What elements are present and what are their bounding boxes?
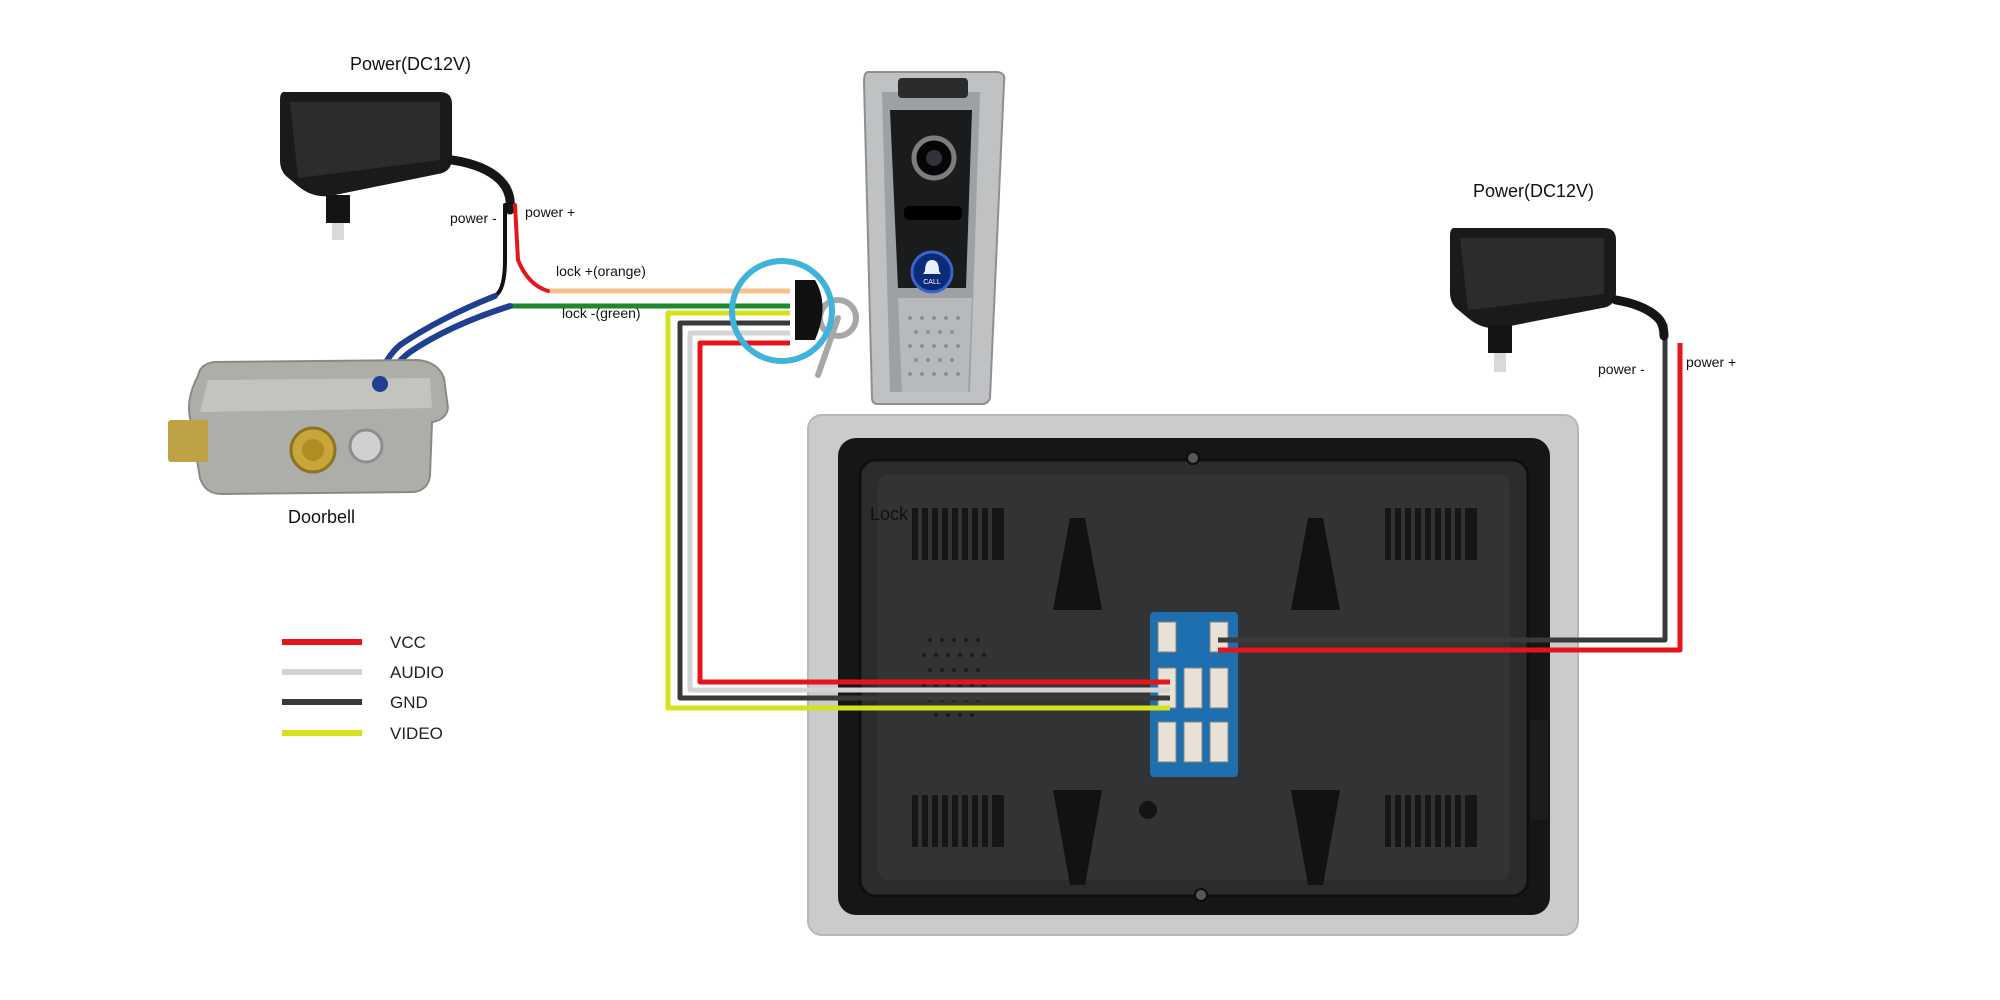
wire-power-right-plus (1218, 343, 1683, 653)
power-plus-right-label: power + (1686, 354, 1736, 370)
doorbell-label: Doorbell (288, 507, 355, 527)
wire-power-left-plus (513, 203, 550, 293)
lock-minus-label: lock -(green) (562, 305, 641, 321)
wire-video (665, 310, 1170, 711)
wiring (510, 288, 1683, 711)
power-right-label: Power(DC12V) (1473, 181, 1594, 201)
power-left-label: Power(DC12V) (350, 54, 471, 74)
legend-label-video: VIDEO (390, 724, 443, 743)
legend: VCC AUDIO GND VIDEO (282, 633, 444, 743)
lock-label: Lock (870, 504, 909, 524)
power-adapter-left (280, 92, 515, 240)
legend-label-vcc: VCC (390, 633, 426, 652)
stand-foot (1053, 518, 1340, 885)
call-label: CALL (923, 279, 941, 286)
lock-plus-label: lock +(orange) (556, 263, 646, 279)
door-station-plug (795, 280, 823, 340)
power-adapter-right (1450, 228, 1669, 372)
connector-board (1150, 612, 1238, 777)
electric-lock (168, 358, 450, 496)
door-camera-station: CALL (815, 71, 1006, 405)
bell-icon (923, 260, 941, 274)
legend-label-gnd: GND (390, 693, 428, 712)
power-minus-right-label: power - (1598, 361, 1645, 377)
power-plus-left-label: power + (525, 204, 575, 220)
connection-highlight (729, 258, 835, 364)
power-minus-left-label: power - (450, 210, 497, 226)
speaker-grille (908, 316, 960, 376)
speaker-grille (922, 638, 986, 717)
legend-label-audio: AUDIO (390, 663, 444, 682)
indoor-monitor (807, 414, 1579, 936)
